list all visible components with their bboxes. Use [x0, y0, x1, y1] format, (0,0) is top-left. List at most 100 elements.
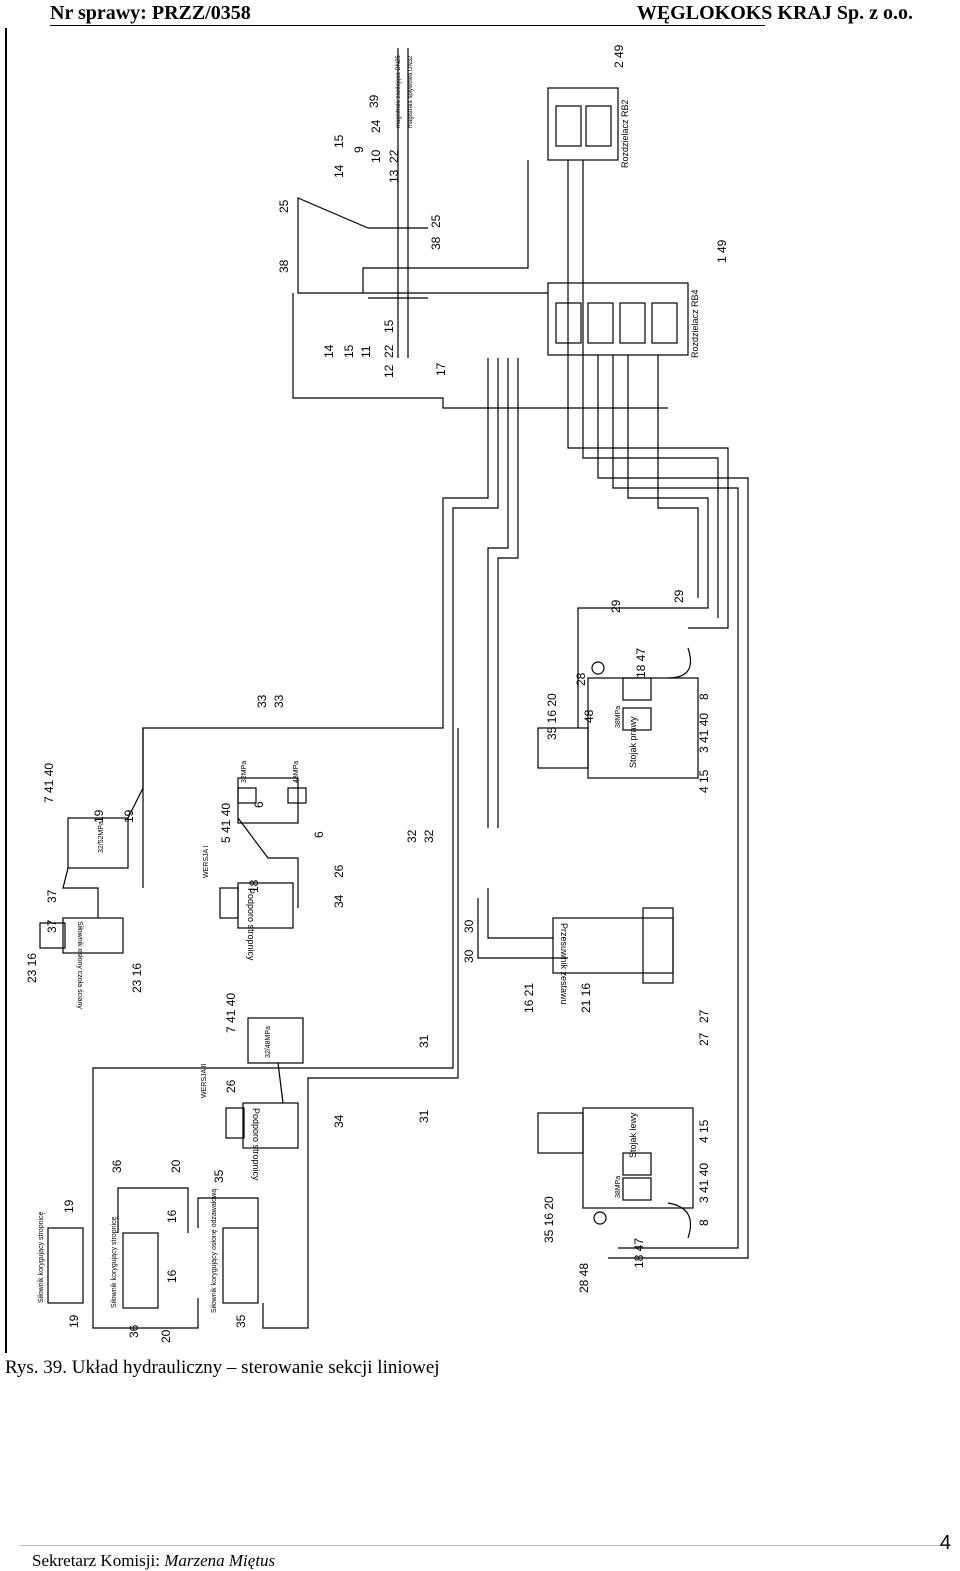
left-prop-box [582, 1107, 694, 1209]
num: 2 49 [612, 44, 626, 68]
figure-caption: Rys. 39. Układ hydrauliczny – sterowanie… [5, 1357, 440, 1378]
num: 35 [234, 1314, 248, 1328]
num: 28 48 [577, 1263, 591, 1293]
num: 30 [462, 949, 476, 963]
company-name: WĘGLOKOKS KRAJ Sp. z o.o. [636, 2, 913, 24]
num: 9 [352, 146, 366, 153]
page-number: 4 [939, 1532, 951, 1554]
num: 23 16 [130, 963, 144, 993]
num: 23 16 [25, 953, 39, 983]
num: 38 [277, 259, 291, 273]
label-pressure-38-left: 38MPa [615, 1176, 622, 1198]
num: 13 [387, 169, 401, 183]
num: 35 16 20 [545, 693, 559, 740]
num: 19 [67, 1314, 81, 1328]
footer-secretary: Sekretarz Komisji: Marzena Miętus [32, 1551, 275, 1571]
num: 7 41 40 [42, 763, 56, 803]
num: 26 [332, 864, 346, 878]
num: 29 [609, 599, 623, 613]
num: 38 [429, 236, 443, 250]
component-labels: Rozdzielacz RB2 Rozdzielacz RB4 magistra… [38, 55, 700, 1313]
case-number: Nr sprawy: PRZZ/0358 [50, 2, 251, 24]
label-shifter: Przesuwnik zestawu [559, 923, 569, 1005]
version-1-valve [237, 777, 299, 824]
num: 27 [697, 1032, 711, 1046]
num: 37 [45, 889, 59, 903]
label-corr-cyl-2: Siłownik korygujący stropnicę [111, 1216, 118, 1308]
corr-cyl-1-box [47, 1227, 84, 1304]
label-pressure-3252: 32/52MPa [98, 821, 105, 853]
label-rb4: Rozdzielacz RB4 [690, 289, 700, 358]
label-rb2: Rozdzielacz RB2 [620, 99, 630, 168]
num: 26 [224, 1079, 238, 1093]
corr-cyl-3-box [222, 1227, 259, 1304]
num: 25 [277, 199, 291, 213]
num: 14 [322, 344, 336, 358]
num: 3 41 40 [697, 1163, 711, 1203]
num: 18 47 [634, 648, 648, 678]
secretary-label: Sekretarz Komisji: [32, 1551, 160, 1570]
num: 36 [127, 1324, 141, 1338]
num: 19 [122, 809, 136, 823]
num: 17 [434, 362, 448, 376]
label-pressure-48: 48MPa [293, 761, 300, 783]
num: 19 [62, 1199, 76, 1213]
hydraulic-diagram: Rozdzielacz RB2 Rozdzielacz RB4 magistra… [8, 28, 960, 1353]
num: 25 [429, 214, 443, 228]
header-rule [50, 25, 765, 26]
num: 24 [369, 119, 383, 133]
num: 18 47 [632, 1238, 646, 1268]
version-2-valve [247, 1017, 304, 1064]
num: 5 41 40 [219, 803, 233, 843]
num: 14 [332, 164, 346, 178]
num: 34 [332, 1114, 346, 1128]
corr-cyl-2-box [122, 1232, 159, 1309]
label-left-prop: Stojak lewy [628, 1112, 638, 1158]
label-version-2: WERSJA II [201, 1063, 208, 1098]
num: 7 41 40 [224, 993, 238, 1033]
num: 48 [582, 709, 596, 723]
right-prop-box [587, 677, 699, 779]
num: 6 [252, 801, 266, 808]
num: 33 [272, 694, 286, 708]
position-numbers: 2 49 1 49 39 24 22 13 10 9 15 14 25 38 3… [25, 44, 729, 1343]
num: 27 [697, 1009, 711, 1023]
label-face-cylinder: Siłownik osłony czoła ściany [76, 921, 83, 1009]
num: 22 [387, 149, 401, 163]
num: 15 [382, 319, 396, 333]
num: 28 [574, 672, 588, 686]
num: 8 [697, 693, 711, 700]
label-right-prop: Stojak prawy [628, 716, 638, 768]
num: 35 16 20 [542, 1196, 556, 1243]
num: 4 15 [697, 1119, 711, 1143]
num: 6 [312, 831, 326, 838]
num: 39 [367, 94, 381, 108]
label-pressure-3248: 32/48MPa [265, 1026, 272, 1058]
pipe-lines [39, 48, 749, 1329]
num: 21 16 [579, 983, 593, 1013]
num: 31 [417, 1109, 431, 1123]
num: 34 [332, 894, 346, 908]
num: 16 [165, 1269, 179, 1283]
num: 30 [462, 919, 476, 933]
num: 11 [359, 345, 373, 358]
page-header: Nr sprawy: PRZZ/0358 WĘGLOKOKS KRAJ Sp. … [0, 0, 960, 28]
face-cylinder-valve [67, 817, 129, 869]
num: 3 41 40 [697, 713, 711, 753]
num: 35 [212, 1169, 226, 1183]
label-roof-support-2: Podporo stropnicy [251, 1108, 261, 1181]
num: 29 [672, 589, 686, 603]
num: 33 [255, 694, 269, 708]
num: 20 [159, 1329, 173, 1343]
label-version-1: WERSJA I [203, 845, 210, 878]
label-return-pipe: magistrala spływowa DN32 [408, 55, 414, 128]
num: 16 21 [522, 983, 536, 1013]
num: 15 [332, 134, 346, 148]
num: 18 [247, 879, 261, 893]
label-corr-cyl-1: Siłownik korygujący stropnicę [38, 1211, 45, 1303]
num: 31 [417, 1034, 431, 1048]
label-supply-pipe: magistrala zasilająca DN25 [396, 55, 402, 128]
num: 19 [92, 809, 106, 823]
num: 37 [45, 919, 59, 933]
num: 32 [405, 829, 419, 843]
